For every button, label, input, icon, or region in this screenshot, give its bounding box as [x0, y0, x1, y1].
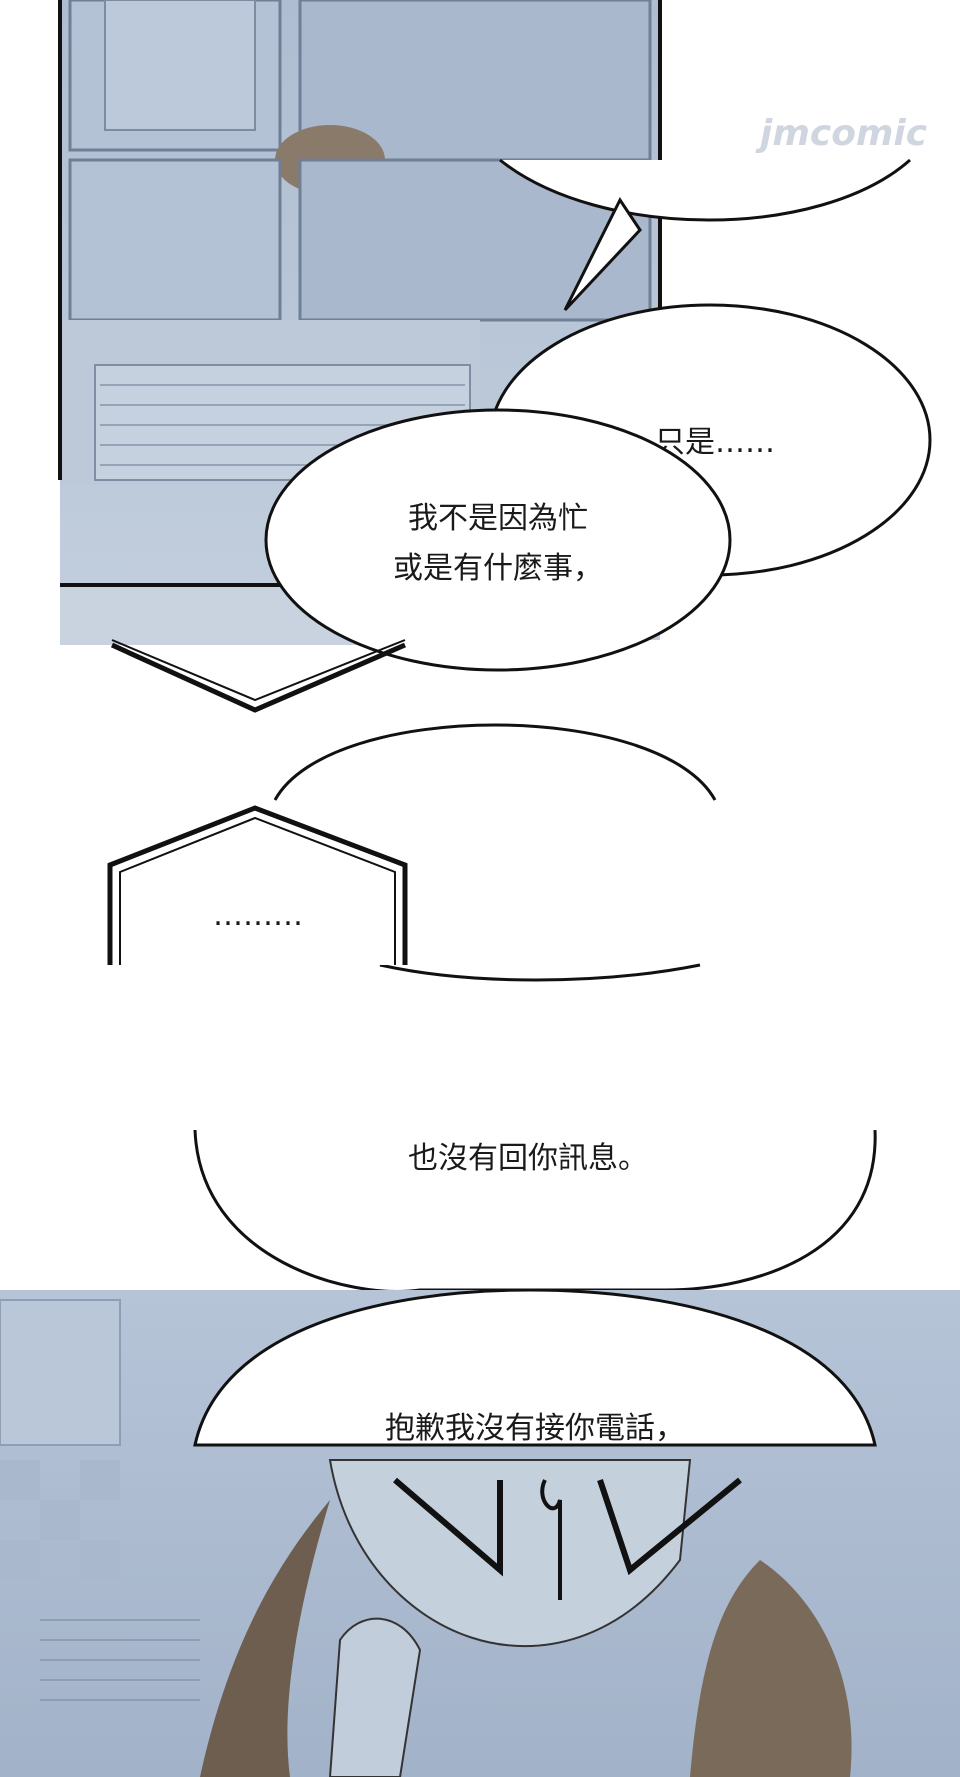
speech-bubble-2: 我不是因為忙 或是有什麼事， [264, 408, 732, 672]
blinds-left [0, 1299, 200, 1701]
top-panel [58, 0, 662, 645]
hair-left [200, 1500, 330, 1777]
watermark-text: jmcomic [755, 113, 927, 154]
hex-box-lower: ……… [107, 805, 408, 965]
bubble-5-body [193, 1288, 877, 1447]
hex-box-upper [110, 639, 406, 713]
door-panel-1 [104, 0, 256, 131]
face-shape [328, 1459, 692, 1648]
bubble-center-bottom [379, 963, 701, 982]
bubble-4-text: 也沒有回你訊息。 [408, 1141, 648, 1176]
bubble-5-text: 抱歉我沒有接你電話， [385, 1411, 685, 1446]
bubble-2-line-2: 或是有什麼事， [393, 551, 603, 586]
bubble-1-top-arc [499, 158, 911, 222]
hex-upper-outer [110, 642, 406, 713]
checked-pattern [0, 1460, 120, 1580]
collar-right [597, 1477, 742, 1576]
hair-right [690, 1560, 852, 1777]
speech-bubble-center [273, 723, 717, 982]
hex-upper-inner [111, 639, 406, 702]
bubble-1-tail [563, 197, 642, 312]
speech-bubble-5: 抱歉我沒有接你電話， [193, 1288, 877, 1447]
door-frame-3 [68, 158, 282, 322]
bubble-2-body [264, 408, 732, 672]
speech-bubble-4: 也沒有回你訊息。 [193, 1129, 877, 1293]
bubble-2-line-1: 我不是因為忙 [408, 501, 588, 536]
collar-left [393, 1477, 503, 1577]
hand-shape [328, 1617, 422, 1777]
bubble-center-top [273, 723, 717, 801]
ribbon [540, 1479, 562, 1600]
hex-box-text: ……… [213, 898, 303, 933]
hex-lower-inner [119, 816, 396, 965]
